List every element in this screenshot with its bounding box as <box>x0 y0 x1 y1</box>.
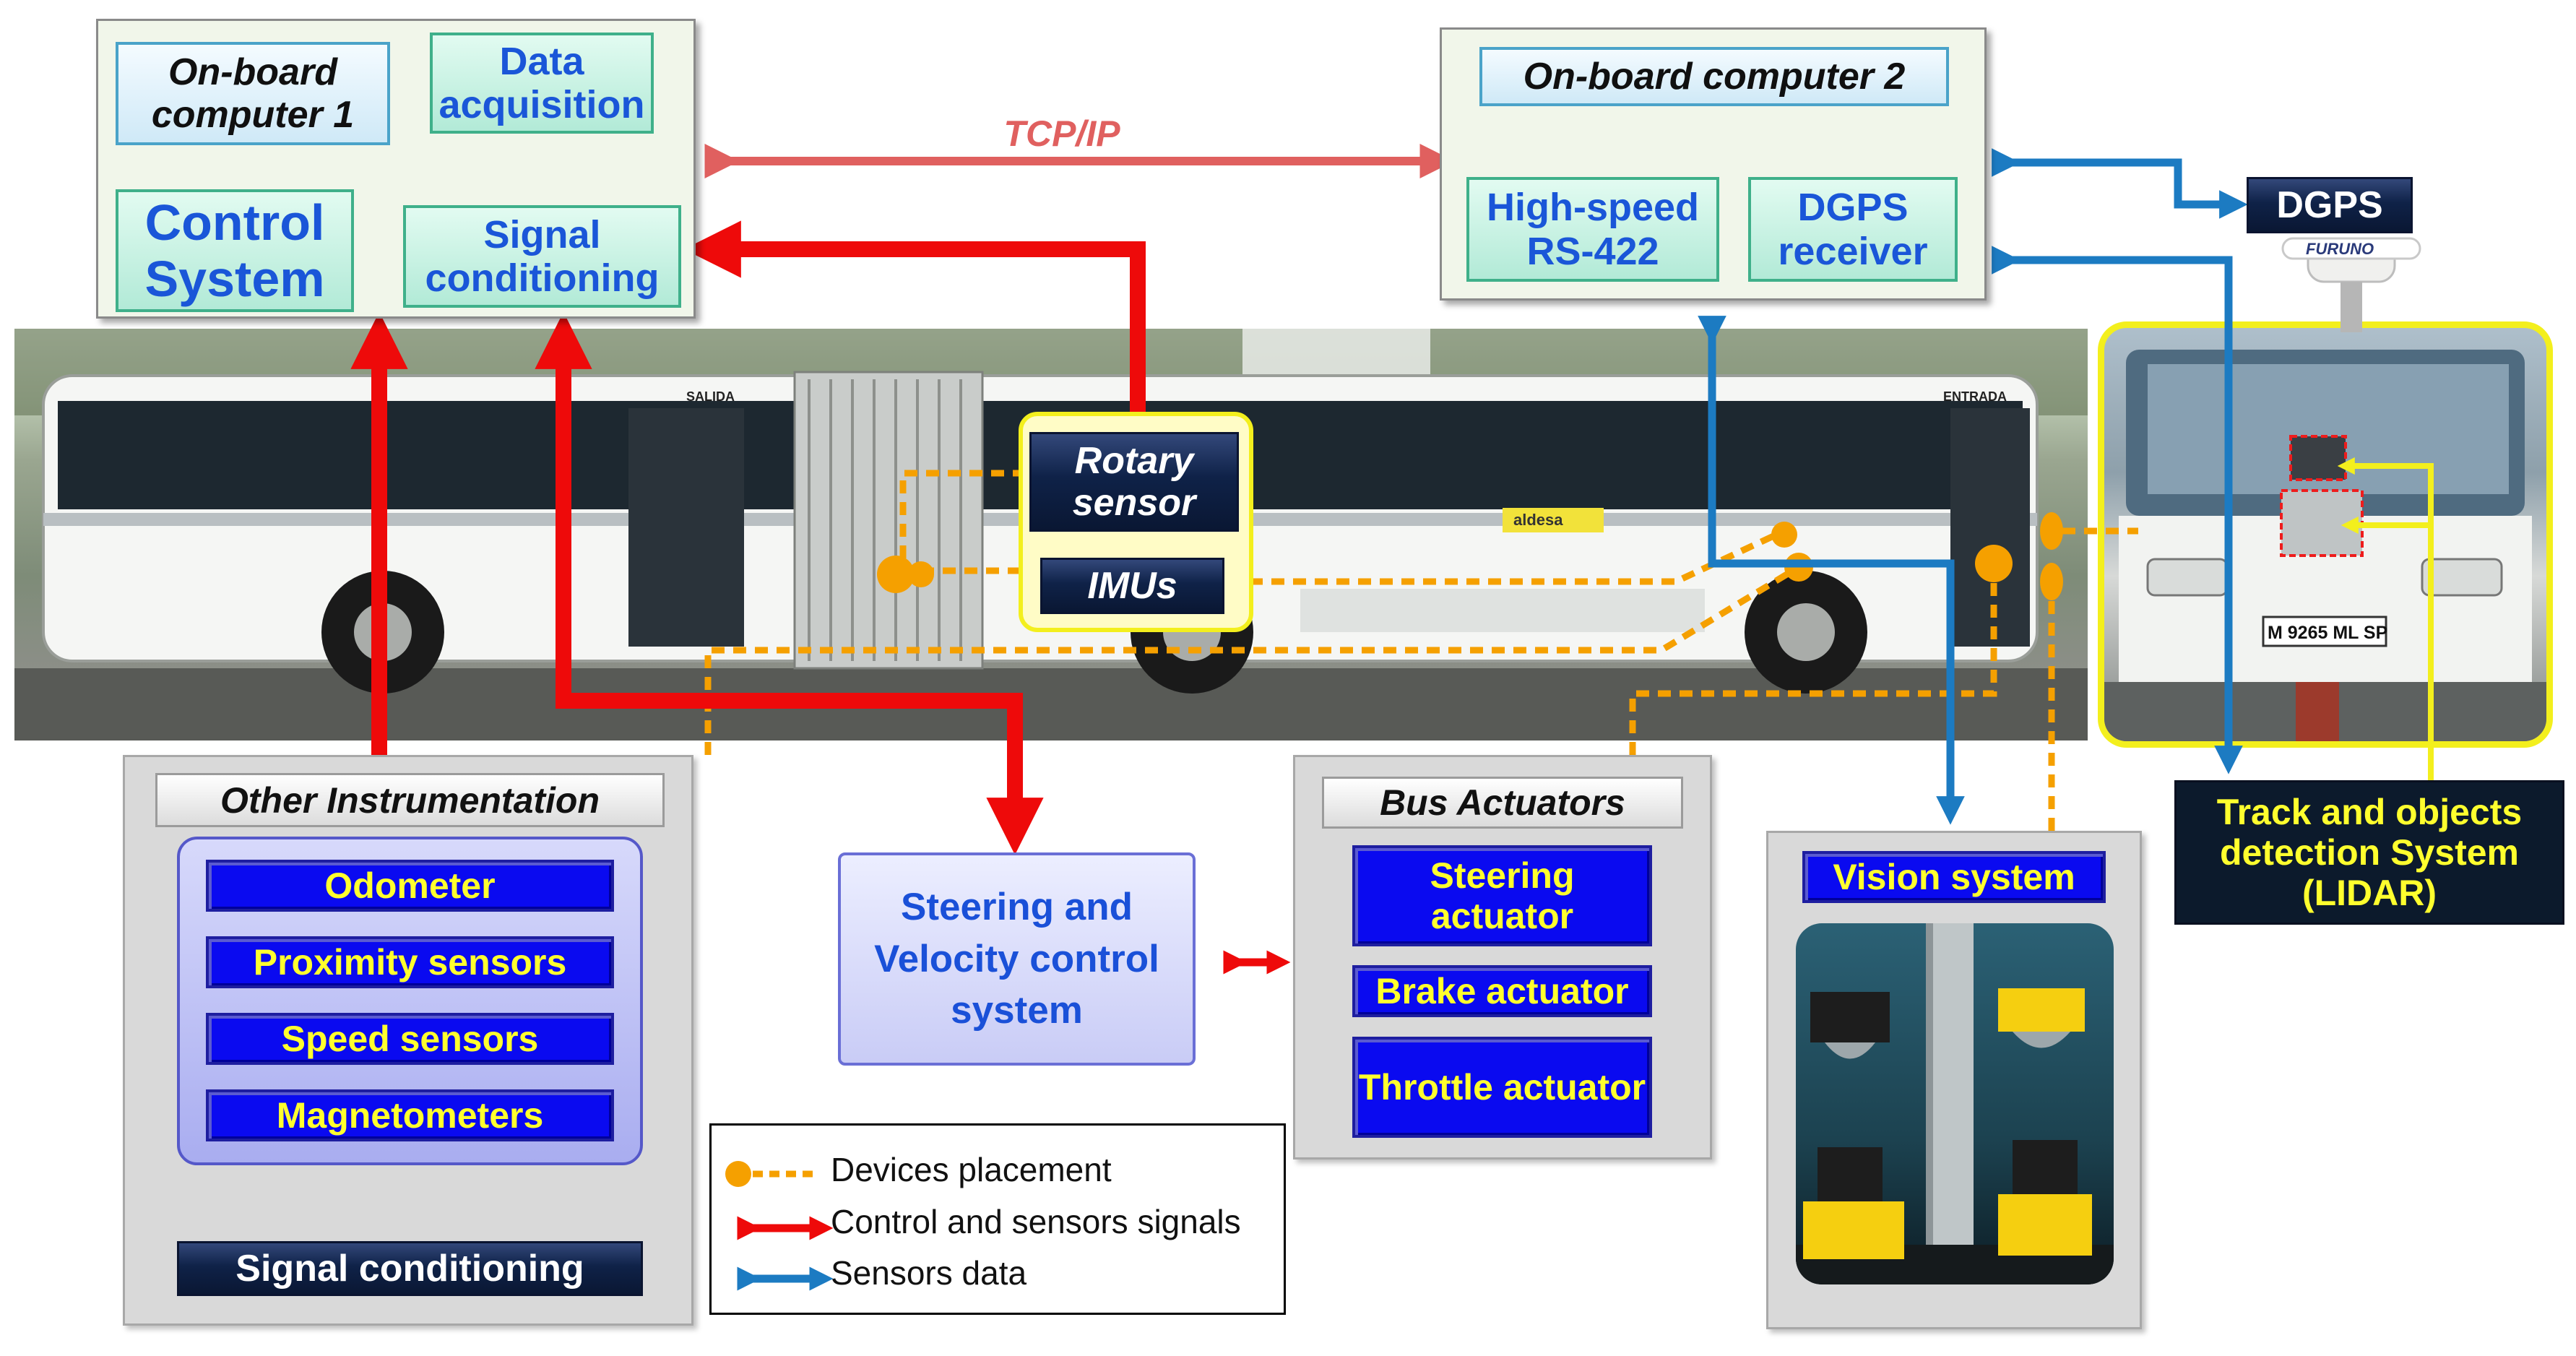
bus-logo-aldesa: aldesa <box>1513 511 1563 529</box>
onboard-computer-2-title: On-board computer 2 <box>1479 47 1949 106</box>
other-instrumentation-title: Other Instrumentation <box>155 773 665 827</box>
onboard-computer-1-title: On-board computer 1 <box>116 42 390 145</box>
brake-actuator-item: Brake actuator <box>1352 965 1652 1017</box>
legend-devices-text: Devices placement <box>831 1151 1112 1189</box>
dgps-label: DGPS <box>2247 177 2413 233</box>
license-plate: M 9265 ML SP <box>2268 623 2387 643</box>
dgps-receiver-box: DGPS receiver <box>1748 177 1958 282</box>
steering-velocity-control-box: Steering and Velocity control system <box>838 852 1196 1066</box>
rs422-box: High-speed RS-422 <box>1466 177 1719 282</box>
sensor-data-arrows <box>1698 148 2248 825</box>
imus-box: IMUs <box>1040 558 1224 614</box>
signal-conditioning-box: Signal conditioning <box>403 205 681 308</box>
proximity-sensors-item: Proximity sensors <box>206 936 614 988</box>
instrumentation-signal-conditioning-box: Signal conditioning <box>177 1241 643 1296</box>
control-system-box: Control System <box>116 189 354 312</box>
tcpip-label: TCP/IP <box>1003 113 1120 154</box>
throttle-actuator-item: Throttle actuator <box>1352 1037 1652 1138</box>
legend-device-marker <box>725 1161 751 1187</box>
magnetometers-item: Magnetometers <box>206 1089 614 1141</box>
legend-symbols <box>725 1161 834 1291</box>
legend-control-text: Control and sensors signals <box>831 1203 1241 1241</box>
rotary-sensor-box: Rotary sensor <box>1029 432 1239 532</box>
vision-cameras-photo <box>1796 923 2114 1284</box>
speed-sensors-item: Speed sensors <box>206 1013 614 1065</box>
steering-actuator-item: Steering actuator <box>1352 845 1652 946</box>
data-acquisition-box: Data acquisition <box>430 33 654 134</box>
legend-sensors-text: Sensors data <box>831 1254 1027 1292</box>
dgps-antenna-icon: FURUNO <box>2281 237 2421 332</box>
antenna-brand-text: FURUNO <box>2306 240 2374 258</box>
lidar-pointer-arrows <box>2337 457 2434 780</box>
odometer-item: Odometer <box>206 860 614 912</box>
door-label-salida: SALIDA <box>686 389 735 404</box>
lidar-detection-system-box: Track and objects detection System (LIDA… <box>2174 780 2564 925</box>
control-signal-arrows <box>350 220 1146 855</box>
bus-actuators-title: Bus Actuators <box>1322 777 1683 829</box>
vision-system-title: Vision system <box>1802 851 2106 903</box>
